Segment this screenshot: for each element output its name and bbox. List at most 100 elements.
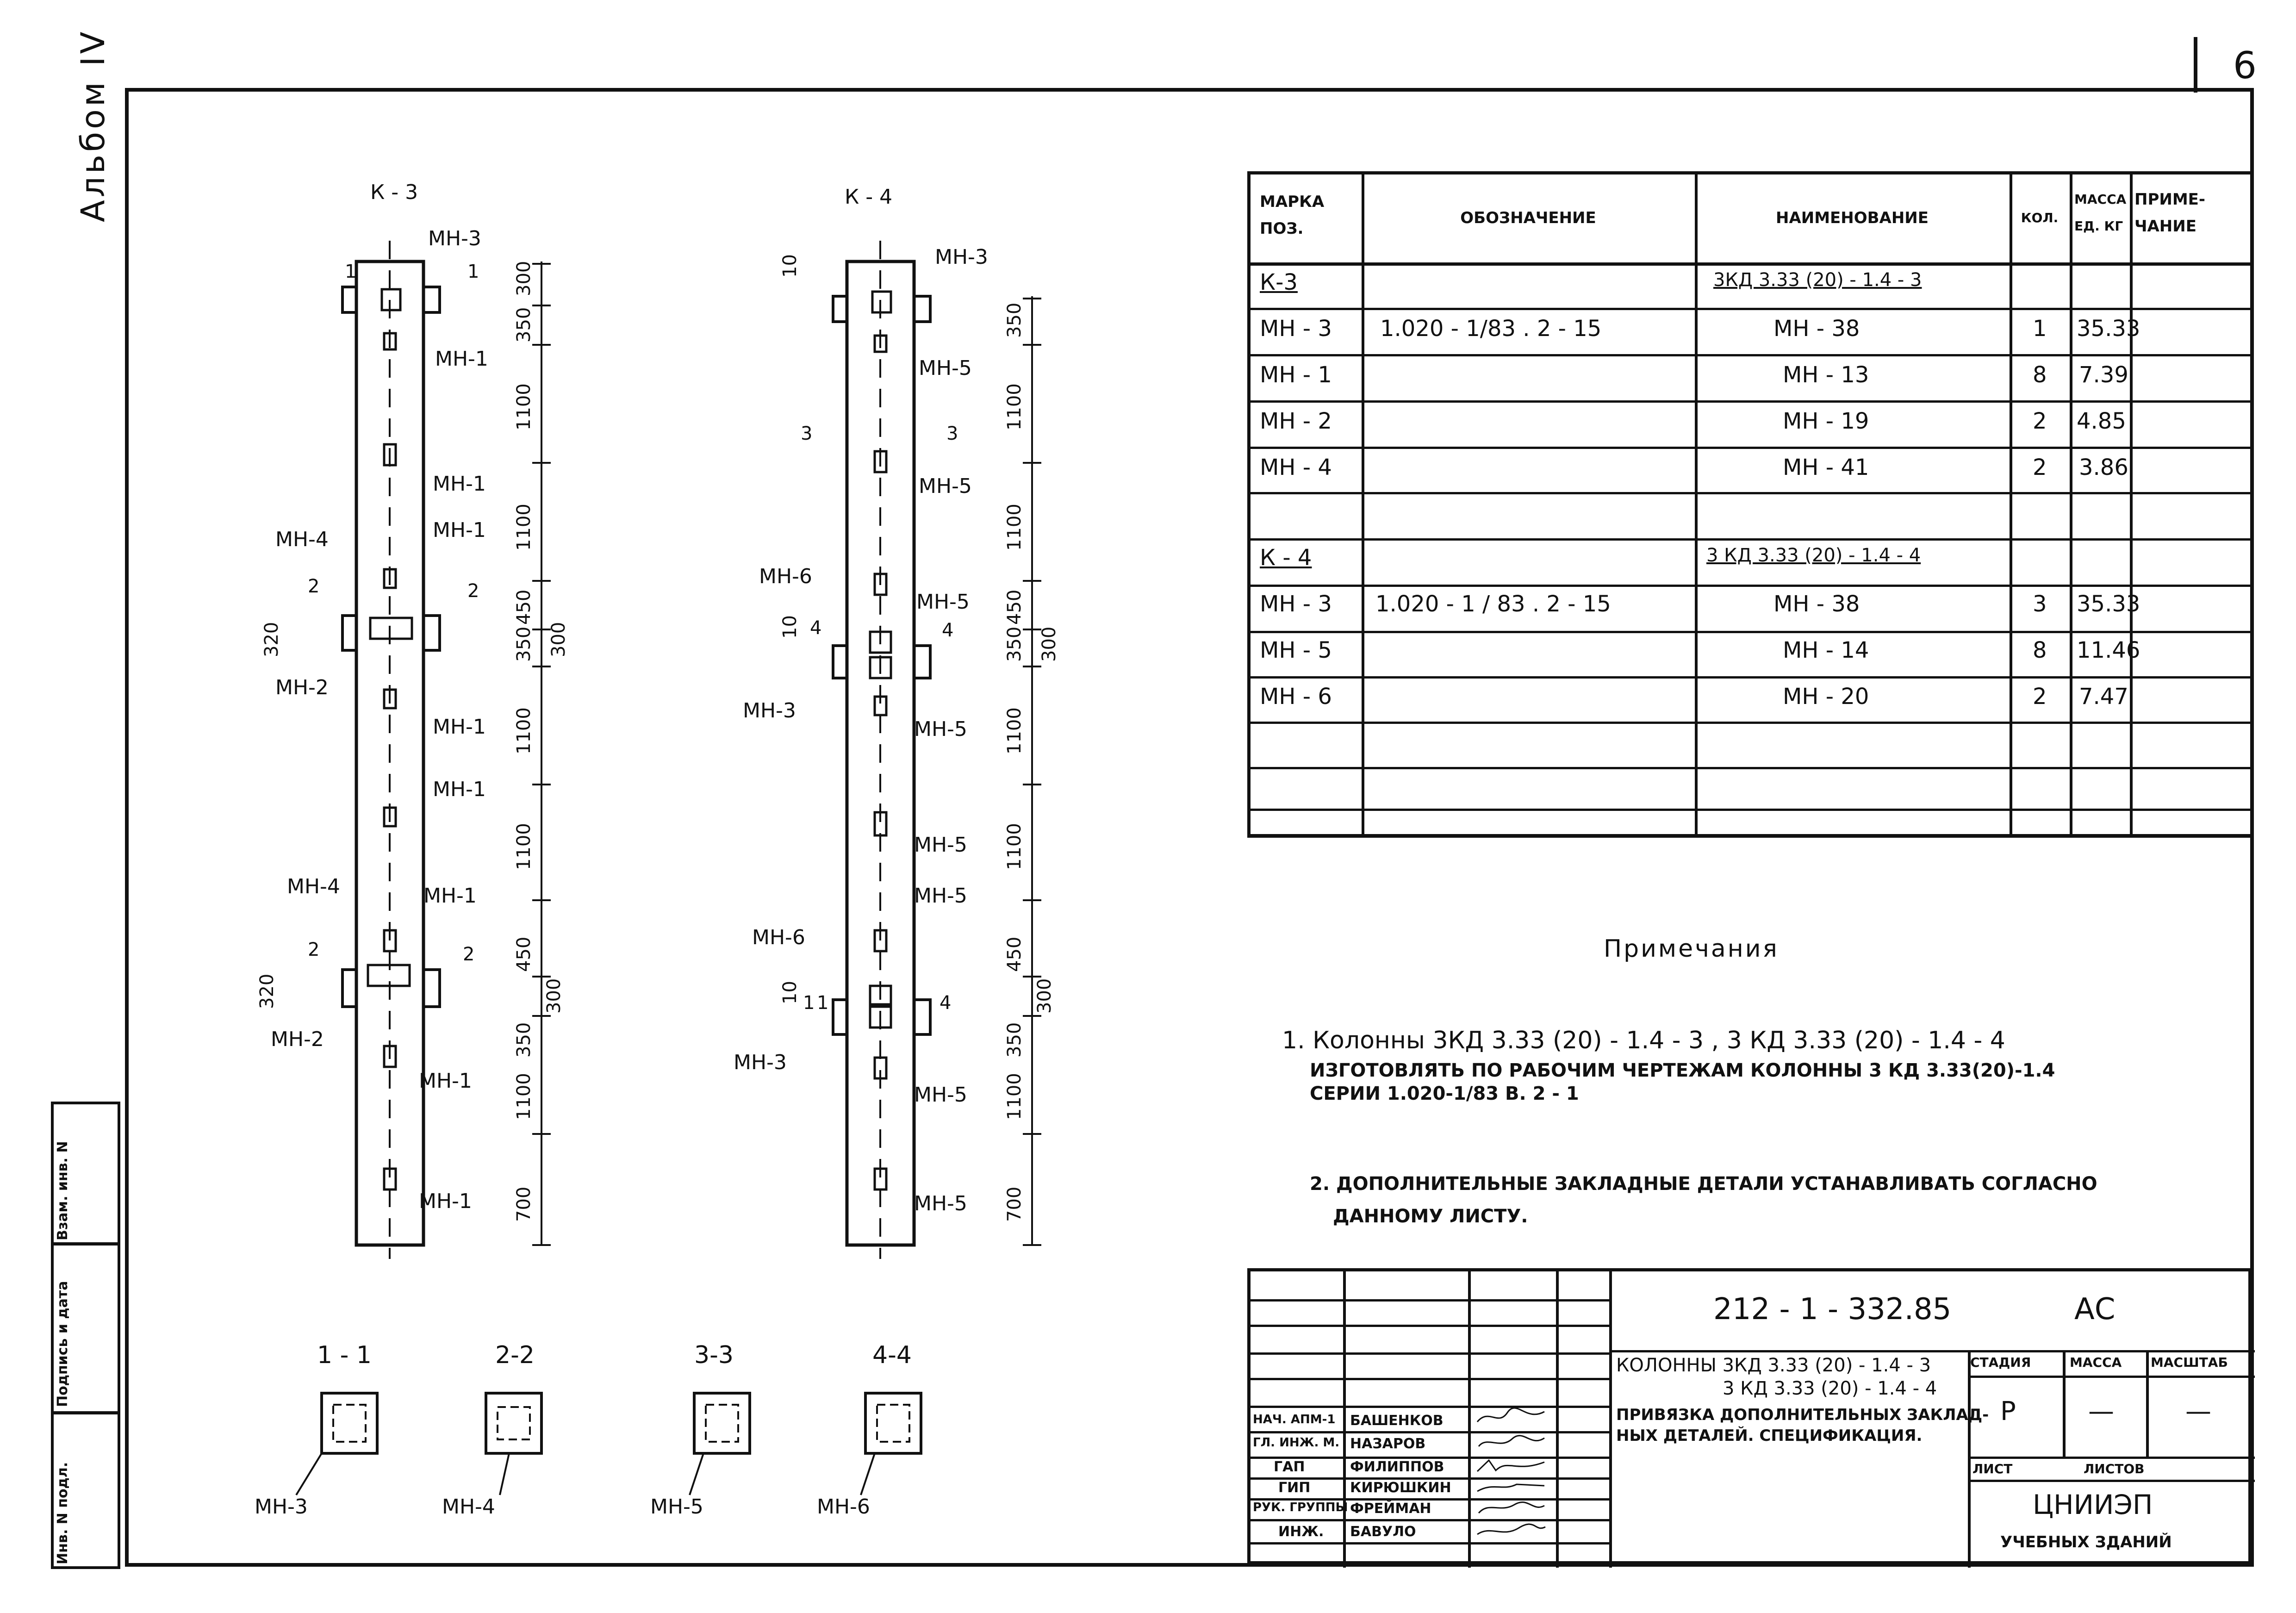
k3-dim-10: 1100	[513, 1073, 535, 1120]
k4-label-7: МН-5	[914, 833, 967, 857]
k3-label-9: МН-1	[423, 884, 477, 908]
spec-row-qty: 3	[2033, 591, 2047, 617]
tb-mass-label: МАССА	[2070, 1355, 2122, 1370]
signature-icon	[1477, 1523, 1546, 1535]
tb-org-line-1: ЦНИИЭП	[2033, 1489, 2153, 1520]
k3-label-7: МН-1	[433, 778, 486, 801]
k3-dim-9: 350	[513, 1022, 535, 1058]
tb-title-line-3: ПРИВЯЗКА ДОПОЛНИТЕЛЬНЫХ ЗАКЛАД-	[1616, 1406, 1989, 1424]
tb-divider	[1251, 1299, 1609, 1302]
tb-staff-name: БАВУЛО	[1350, 1524, 1416, 1540]
spec-header-qty: КОЛ.	[2021, 210, 2059, 225]
note-2-line-2: ДАННОМУ ЛИСТУ.	[1333, 1206, 1528, 1227]
k3-label-6: МН-1	[433, 715, 486, 739]
spec-row-name: 3КД 3.33 (20) - 1.4 - 3	[1713, 269, 1922, 291]
spec-row-mass: 35.33	[2077, 316, 2140, 342]
k3-mark-3: 2	[467, 580, 479, 602]
section-shapes	[295, 1392, 922, 1496]
tb-divider	[1251, 1325, 1609, 1327]
tb-stage-value: Р	[2000, 1396, 2016, 1426]
section-title-4: 4-4	[872, 1341, 912, 1369]
tb-divider	[1968, 1376, 2255, 1378]
tb-divider	[1968, 1457, 2255, 1459]
tb-divider	[1251, 1457, 1609, 1459]
k4-label-2: МН-5	[919, 474, 972, 498]
section-title-3: 3-3	[694, 1341, 734, 1369]
tb-sheet-label: ЛИСТ	[1972, 1461, 2013, 1476]
spec-row-divider	[1251, 585, 2252, 587]
spec-row-mark: МН - 3	[1260, 591, 1332, 617]
sheet-frame	[125, 88, 2254, 1567]
spec-row-mass: 3.86	[2079, 455, 2128, 480]
spec-row-mark: МН - 1	[1260, 362, 1332, 388]
spec-row-divider	[1251, 492, 2252, 494]
tb-staff-name: НАЗАРОВ	[1350, 1436, 1426, 1452]
signature-icon	[1476, 1459, 1545, 1472]
k3-dim-1: 350	[513, 307, 535, 343]
k3-label-2: МН-1	[433, 472, 486, 496]
k3-dim-2: 1100	[513, 383, 535, 430]
tb-code: 212 - 1 - 332.85	[1713, 1292, 1952, 1327]
k3-dim-3: 1100	[513, 504, 535, 551]
tb-divider	[2146, 1350, 2149, 1457]
k4-dim-2: 1100	[1004, 504, 1025, 551]
spec-row-mark: МН - 6	[1260, 684, 1332, 710]
tb-staff-role: ГАП	[1274, 1459, 1305, 1475]
spec-row-qty: 2	[2033, 408, 2047, 434]
spec-row-divider	[1251, 676, 2252, 679]
k4-mark-3: 10	[779, 615, 801, 639]
k4-dim-3: 450	[1004, 590, 1025, 625]
note-2-line-1: 2. ДОПОЛНИТЕЛЬНЫЕ ЗАКЛАДНЫЕ ДЕТАЛИ УСТАН…	[1310, 1173, 2097, 1195]
tb-divider	[1343, 1271, 1346, 1568]
k4-title: К - 4	[845, 185, 892, 209]
k4-dim-1: 1100	[1004, 383, 1025, 430]
k4-label-12: МН-5	[914, 1192, 967, 1215]
spec-row-divider	[1251, 447, 2252, 449]
spec-row-mark: МН - 5	[1260, 637, 1332, 663]
spec-row-divider	[1251, 308, 2252, 310]
k4-label-1: МН-5	[919, 356, 972, 380]
tb-divider	[1251, 1477, 1609, 1480]
k4-dim-line	[1023, 296, 1041, 1246]
tb-divider	[1609, 1271, 1612, 1568]
section-label-1: МН-3	[255, 1495, 308, 1519]
k4-dim-0: 350	[1004, 303, 1025, 338]
spec-header-note: ПРИМЕ- ЧАНИЕ	[2134, 190, 2205, 236]
spec-row-divider	[1251, 767, 2252, 769]
side-stamp: Инв. N подл. Подпись и дата Взам. инв. N	[51, 1102, 120, 1569]
k3-dim-5: 350	[513, 627, 535, 662]
tb-staff-role: ИНЖ.	[1278, 1524, 1324, 1540]
k3-label-4: МН-1	[433, 518, 486, 542]
spec-row-designation: 1.020 - 1 / 83 . 2 - 15	[1375, 591, 1611, 617]
tb-divider	[1251, 1352, 1609, 1355]
k3-side-dim-3: 300	[543, 978, 565, 1014]
tb-title-line-2: 3 КД 3.33 (20) - 1.4 - 4	[1723, 1378, 1937, 1399]
k4-label-4: МН-5	[916, 590, 970, 614]
spec-row-mark: МН - 3	[1260, 316, 1332, 342]
k4-mark-9: 4	[940, 992, 951, 1014]
k3-label-12: МН-1	[419, 1190, 472, 1213]
spec-col-divider	[1362, 174, 1364, 835]
sheet-number: 6	[2233, 44, 2257, 87]
section-label-4: МН-6	[817, 1495, 870, 1519]
k3-label-11: МН-1	[419, 1069, 472, 1093]
spec-row-divider	[1251, 809, 2252, 811]
spec-row-name: МН - 38	[1773, 591, 1860, 617]
spec-row-divider	[1251, 354, 2252, 356]
tb-scale-value: —	[2185, 1396, 2211, 1426]
k4-dim-9: 1100	[1004, 1073, 1025, 1120]
spec-row-name: МН - 41	[1783, 455, 1869, 480]
spec-row-divider	[1251, 722, 2252, 724]
signature-icon	[1478, 1501, 1545, 1514]
spec-table: МАРКА ПОЗ. ОБОЗНАЧЕНИЕ НАИМЕНОВАНИЕ КОЛ.…	[1247, 171, 2252, 838]
tb-divider	[1251, 1431, 1609, 1433]
k3-dim-7: 1100	[513, 823, 535, 870]
tb-divider	[1556, 1271, 1559, 1568]
k4-label-8: МН-5	[914, 884, 967, 908]
k3-side-dim-0: 320	[261, 622, 282, 657]
tb-divider	[1251, 1519, 1609, 1521]
spec-row-qty: 2	[2033, 684, 2047, 710]
k3-label-0: МН-3	[428, 227, 481, 250]
k3-side-dim-2: 300	[548, 622, 569, 657]
k4-dim-10: 700	[1004, 1187, 1025, 1222]
